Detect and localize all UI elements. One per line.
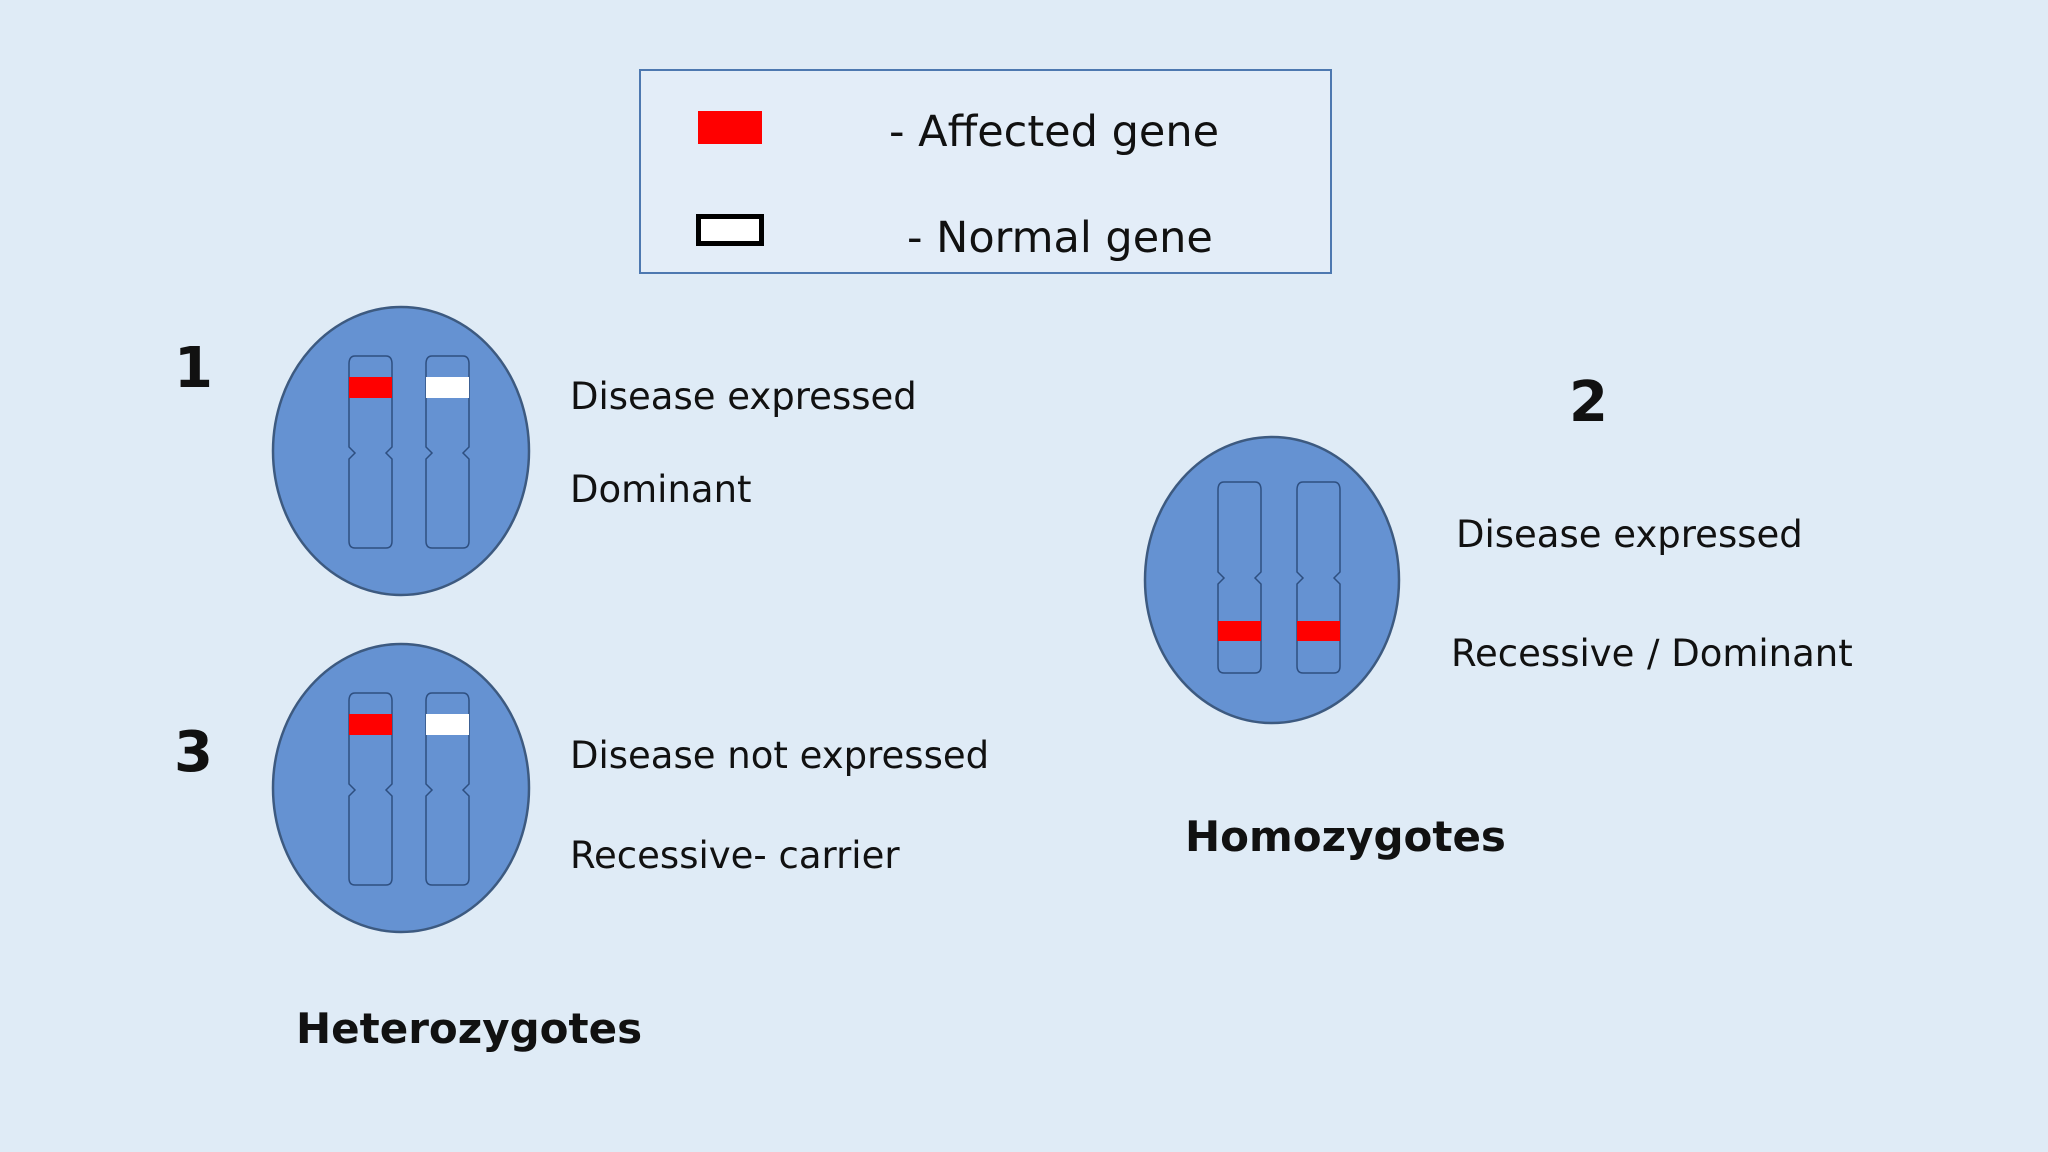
cell-3-status: Disease not expressed	[570, 734, 990, 777]
cell-2-inheritance-dominant: / Dominant	[1647, 632, 1853, 675]
legend-affected-label: - Affected gene	[889, 107, 1220, 157]
cell-1-inheritance: Dominant	[570, 468, 752, 511]
heterozygotes-title: Heterozygotes	[296, 1004, 643, 1053]
cell-2-inheritance-recessive: Recessive	[1451, 632, 1635, 675]
chromosome-right	[425, 355, 470, 549]
chromosome-right	[425, 692, 470, 886]
affected-gene-band	[349, 377, 392, 398]
cell-3	[271, 642, 531, 934]
cell-3-number: 3	[174, 720, 213, 785]
cell-3-inheritance: Recessive- carrier	[570, 834, 900, 877]
affected-gene-band	[349, 714, 392, 735]
affected-gene-swatch	[698, 111, 762, 144]
affected-gene-band	[1218, 621, 1261, 641]
cell-2-number: 2	[1569, 370, 1608, 435]
legend-box: - Affected gene - Normal gene	[639, 69, 1332, 274]
cell-2-status: Disease expressed	[1456, 513, 1803, 556]
homozygotes-title: Homozygotes	[1185, 812, 1506, 861]
chromosome-left	[348, 355, 393, 549]
cell-1	[271, 305, 531, 597]
legend-normal-label: - Normal gene	[907, 213, 1213, 263]
normal-gene-swatch	[696, 214, 764, 246]
chromosome-left	[1217, 481, 1262, 674]
cell-1-number: 1	[174, 336, 213, 401]
cell-2	[1143, 435, 1401, 725]
chromosome-left	[348, 692, 393, 886]
normal-gene-band	[426, 714, 469, 735]
affected-gene-band	[1297, 621, 1340, 641]
chromosome-right	[1296, 481, 1341, 674]
cell-1-status: Disease expressed	[570, 375, 917, 418]
normal-gene-band	[426, 377, 469, 398]
